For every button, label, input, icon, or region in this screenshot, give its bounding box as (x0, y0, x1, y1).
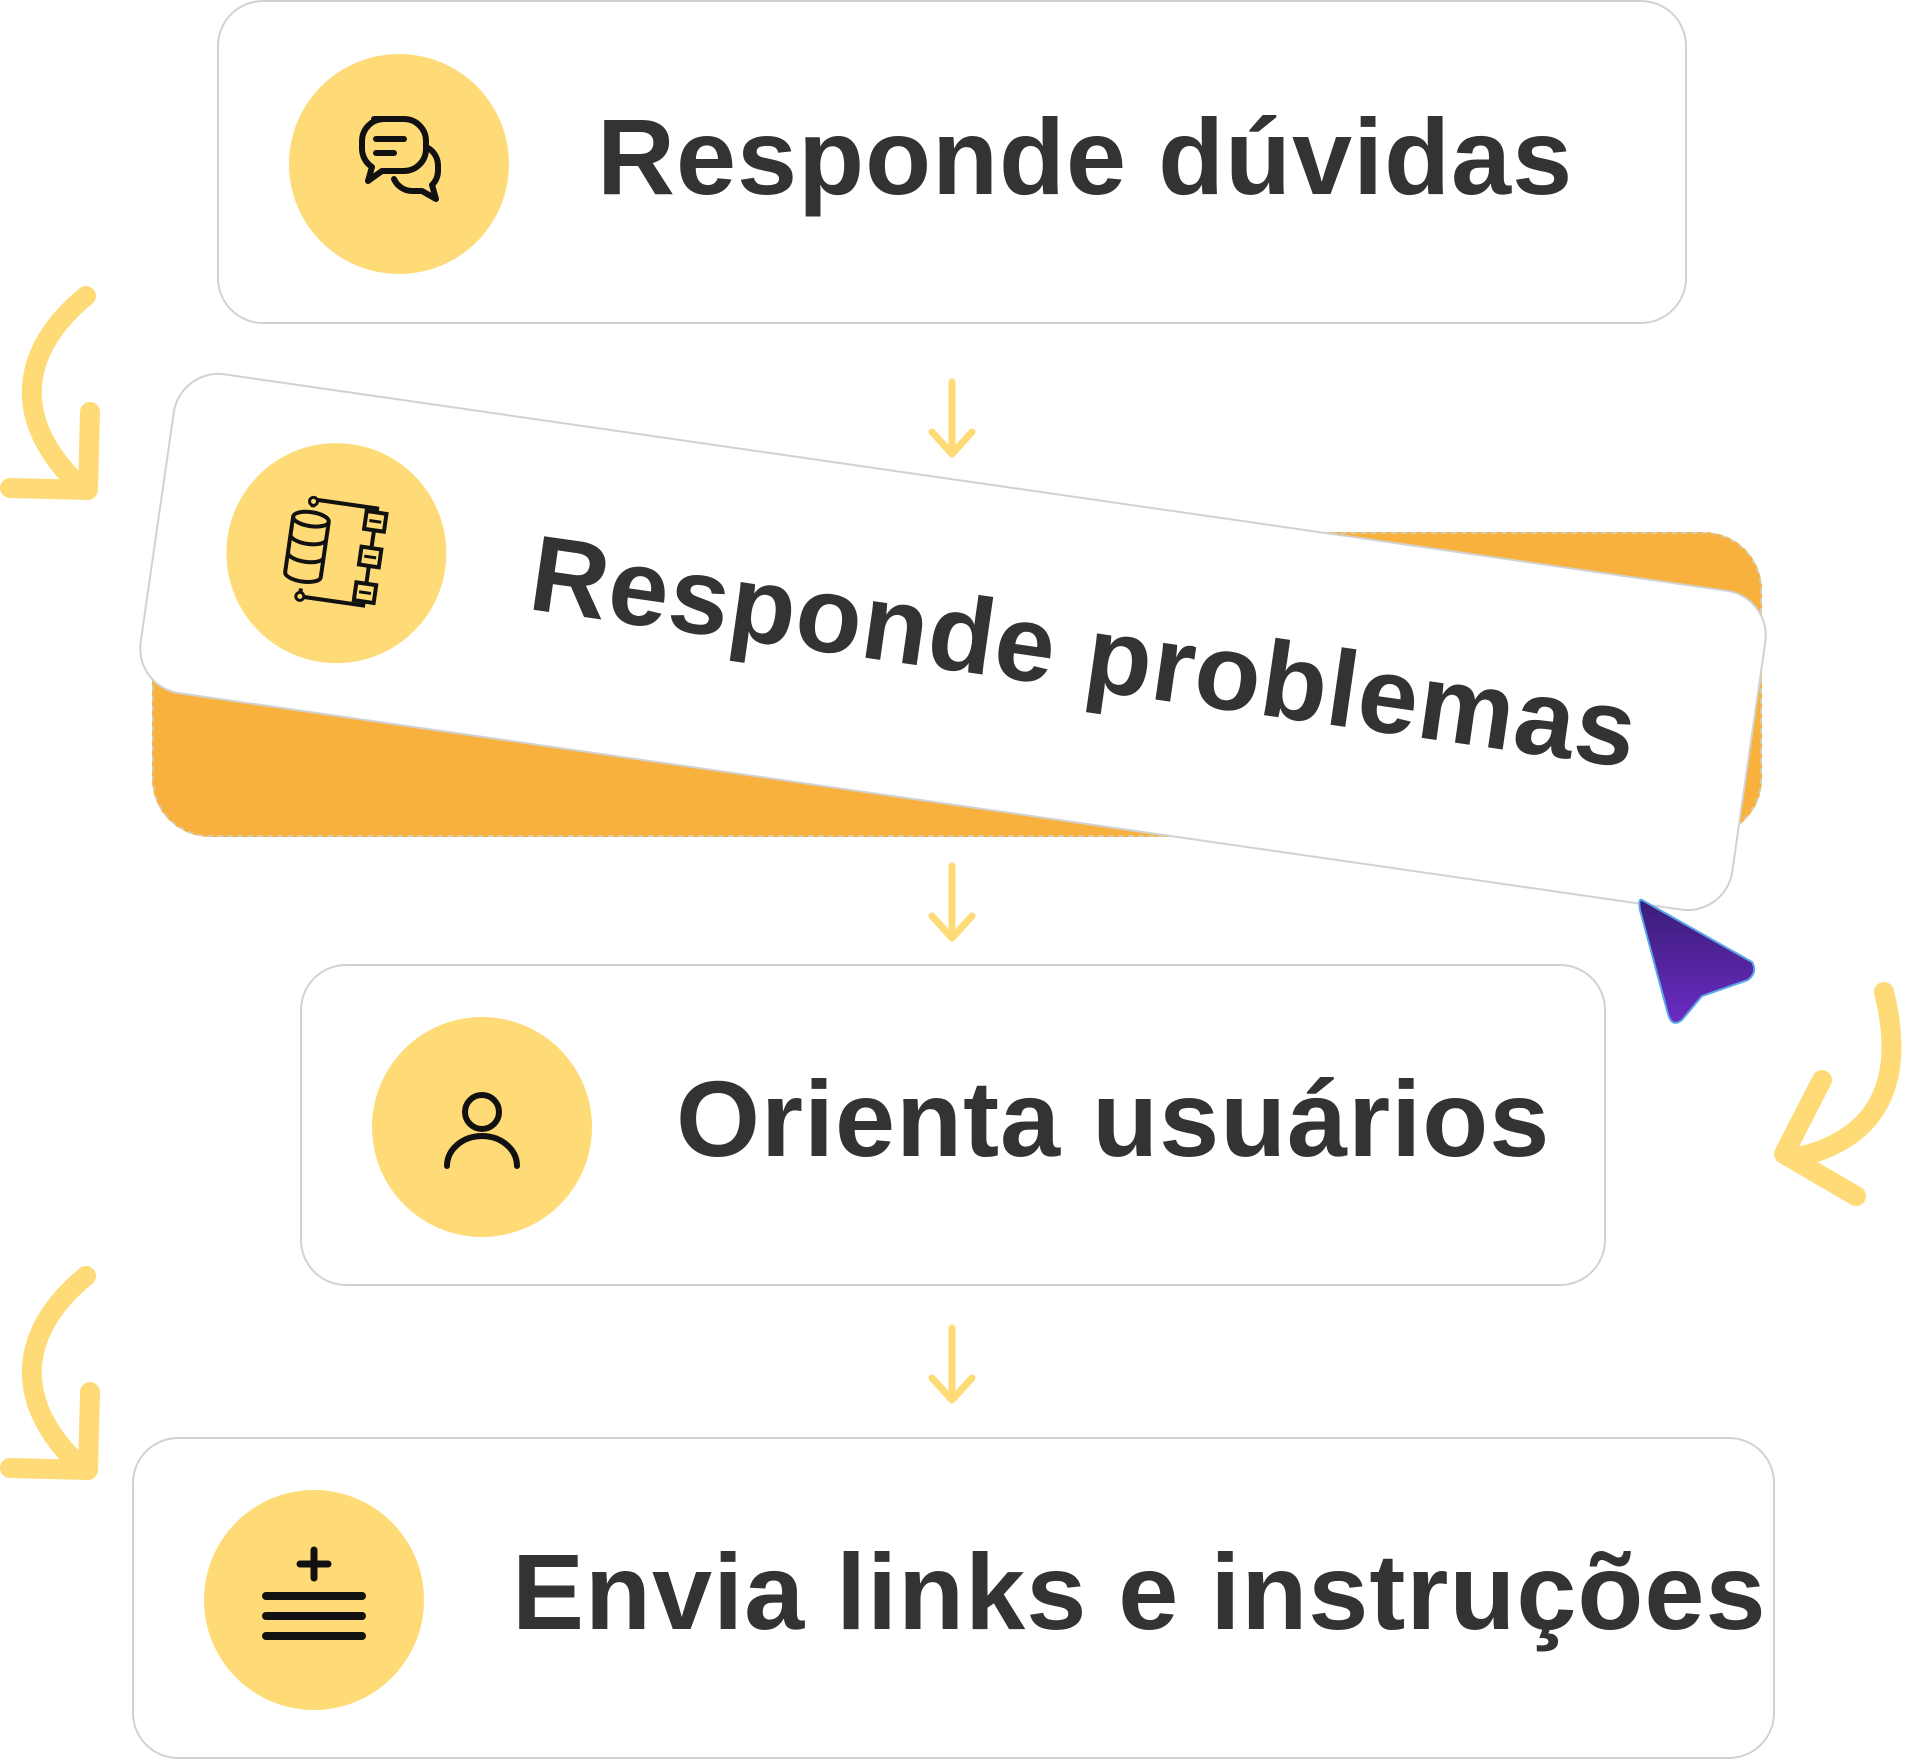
step-label: Responde dúvidas (597, 96, 1574, 217)
add-list-icon (262, 1546, 366, 1640)
database-flow-icon (283, 495, 389, 608)
down-arrow-icon (928, 1324, 976, 1404)
cursor-icon (1638, 898, 1756, 1024)
step-card-4: Envia links e instruções (132, 1437, 1775, 1759)
icon-circle (211, 428, 461, 678)
step-card-1: Responde dúvidas (217, 0, 1687, 324)
icon-circle (289, 54, 509, 274)
step-card-3: Orienta usuários (300, 964, 1606, 1286)
curved-arrow-icon (0, 286, 100, 500)
curved-arrow-icon (1774, 982, 1902, 1206)
down-arrow-icon (928, 378, 976, 458)
icon-circle (204, 1490, 424, 1710)
chat-bubbles-icon (359, 116, 441, 202)
curved-arrow-icon (0, 1266, 100, 1480)
user-icon (444, 1092, 520, 1169)
step-label: Envia links e instruções (512, 1531, 1767, 1652)
step-label: Orienta usuários (676, 1058, 1551, 1179)
step-card-2[interactable]: Responde problemas (133, 366, 1773, 918)
icon-circle (372, 1017, 592, 1237)
down-arrow-icon (928, 862, 976, 942)
